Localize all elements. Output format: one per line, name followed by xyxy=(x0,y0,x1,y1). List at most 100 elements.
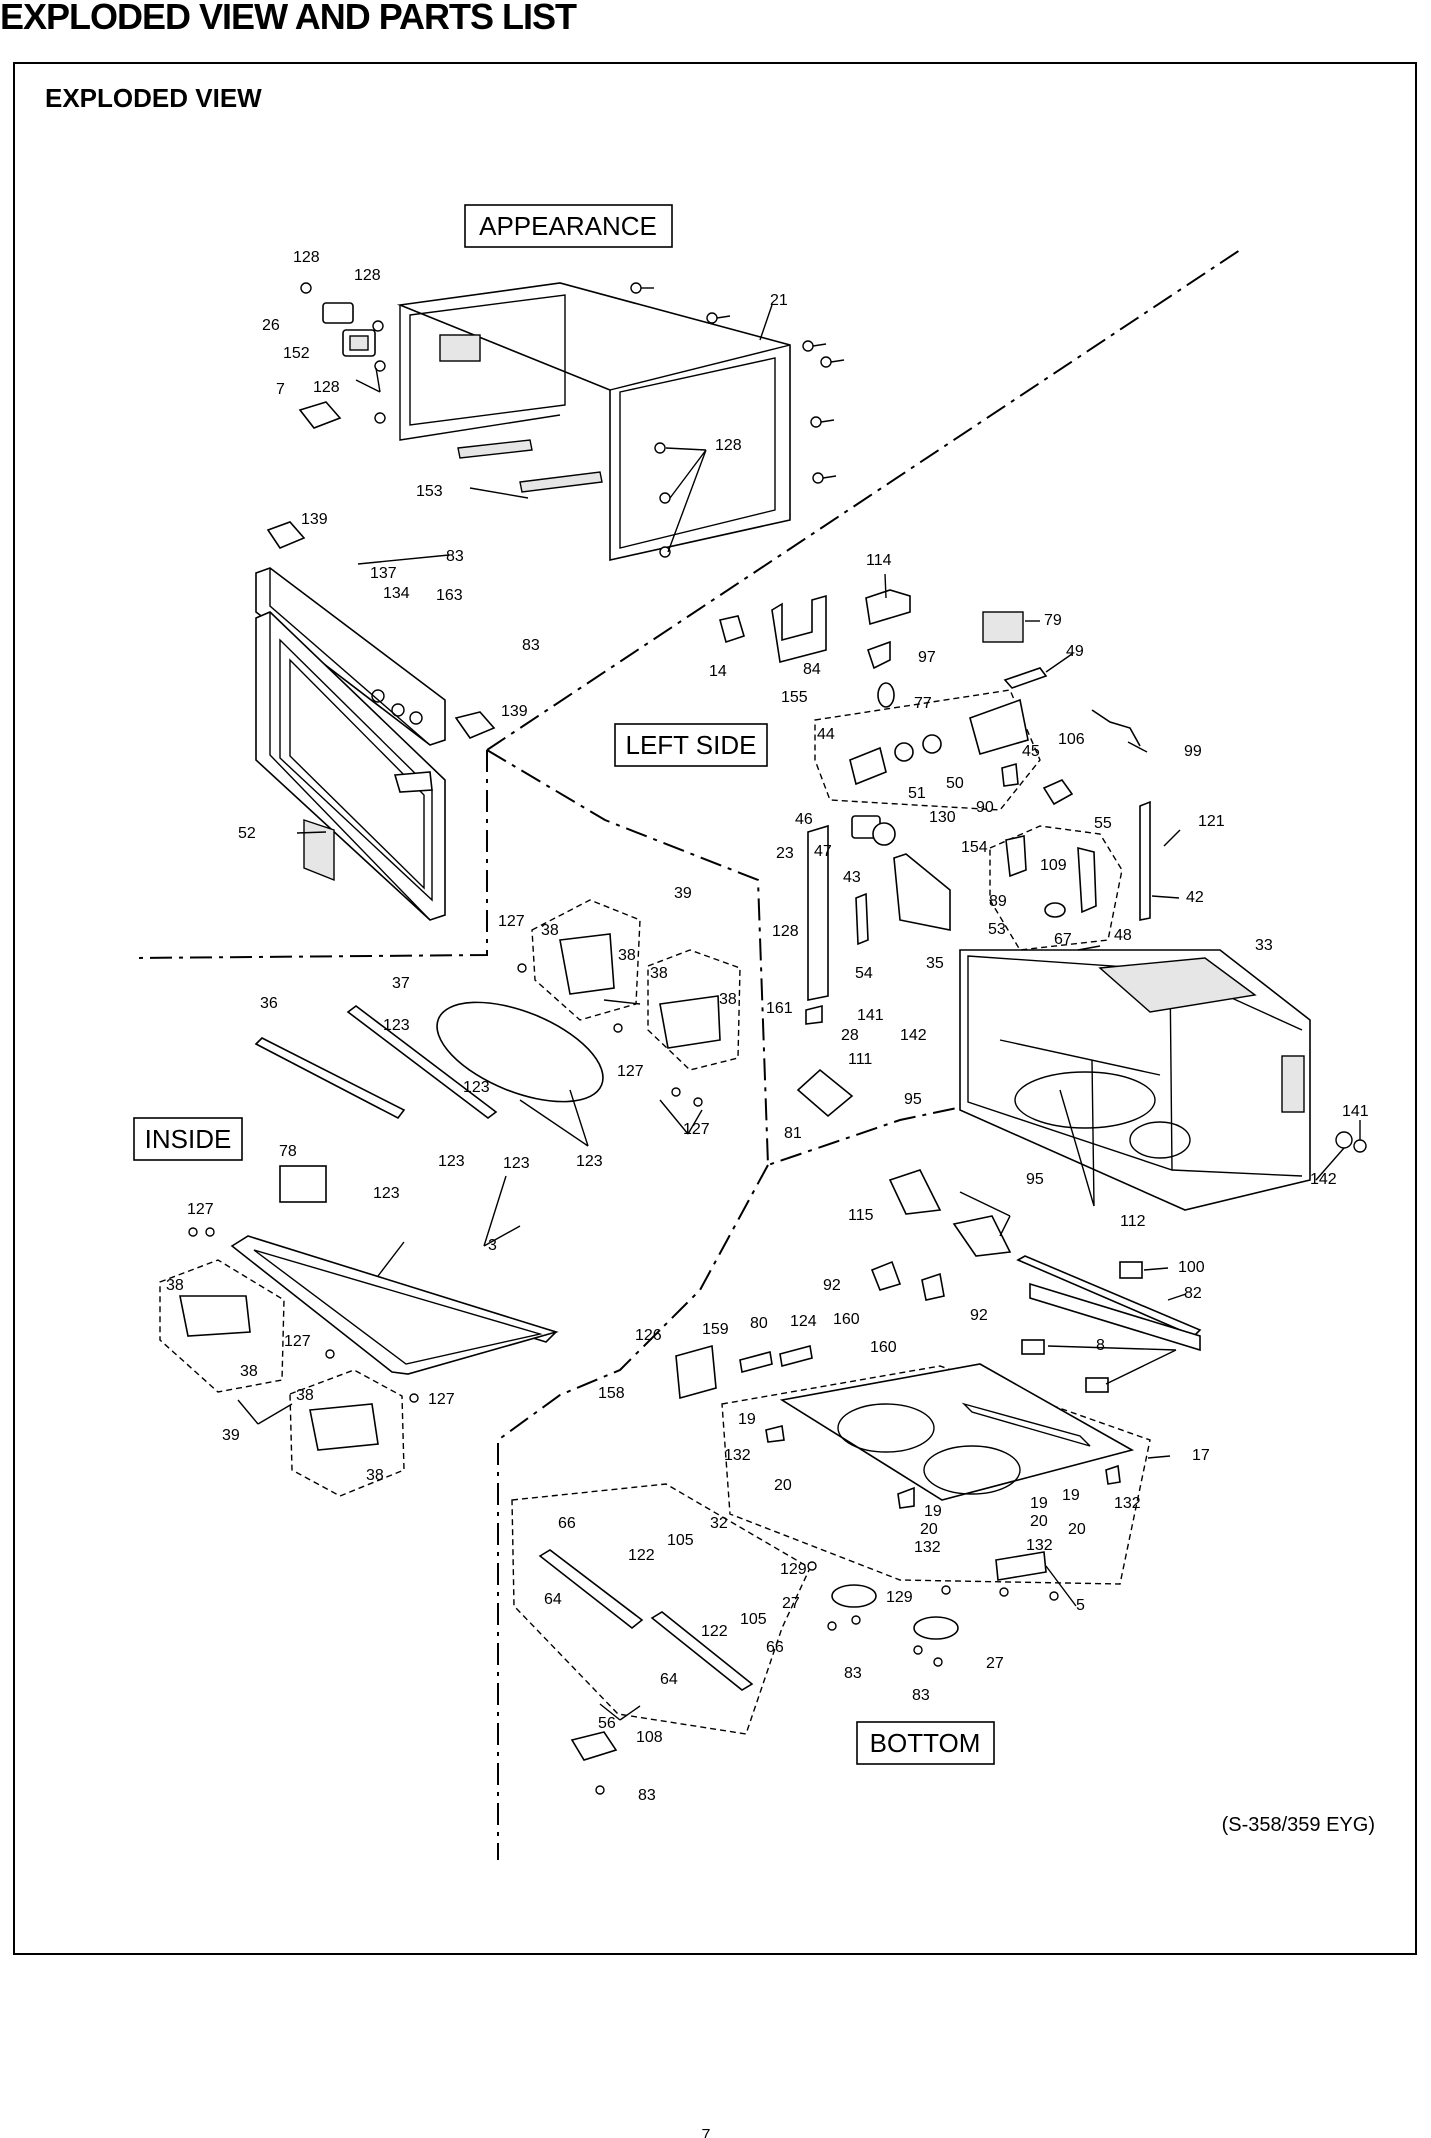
group-label-appearance: APPEARANCE xyxy=(465,205,672,247)
callout: 47 xyxy=(814,843,832,860)
callout: 19 xyxy=(924,1503,942,1520)
callout: 154 xyxy=(961,839,988,856)
callout: 127 xyxy=(284,1333,311,1350)
callout: 122 xyxy=(628,1547,655,1564)
callout: 163 xyxy=(436,587,463,604)
callout: 38 xyxy=(166,1277,184,1294)
callout: 53 xyxy=(988,921,1006,938)
callout: 83 xyxy=(912,1687,930,1704)
callout: 111 xyxy=(848,1051,872,1068)
group-label-left-side: LEFT SIDE xyxy=(615,724,767,766)
callout: 5 xyxy=(1076,1597,1085,1614)
callout: 124 xyxy=(790,1313,817,1330)
callout: 159 xyxy=(702,1321,729,1338)
callout: 50 xyxy=(946,775,964,792)
callout: 128 xyxy=(772,923,799,940)
callout: 139 xyxy=(501,703,528,720)
group-label-inside: INSIDE xyxy=(134,1118,242,1160)
callout: 160 xyxy=(833,1311,860,1328)
callout: 56 xyxy=(598,1715,616,1732)
callout: 141 xyxy=(1342,1103,1369,1120)
callout: 100 xyxy=(1178,1259,1205,1276)
callout: 28 xyxy=(841,1027,859,1044)
callout: 132 xyxy=(1114,1495,1141,1512)
callout: 114 xyxy=(866,552,892,569)
callout: 132 xyxy=(724,1447,751,1464)
callout: 123 xyxy=(576,1153,603,1170)
callout: 83 xyxy=(446,548,464,565)
callout: 128 xyxy=(715,437,742,454)
callout: 38 xyxy=(541,922,559,939)
callout: 139 xyxy=(301,511,328,528)
svg-text:LEFT SIDE: LEFT SIDE xyxy=(625,730,756,760)
callout: 78 xyxy=(279,1143,297,1160)
callout: 99 xyxy=(1184,743,1202,760)
callout: 90 xyxy=(976,799,994,816)
callout: 92 xyxy=(970,1307,988,1324)
callout: 129 xyxy=(780,1561,807,1578)
callout: 55 xyxy=(1094,815,1112,832)
callout: 126 xyxy=(635,1327,662,1344)
callout: 42 xyxy=(1186,889,1204,906)
callout: 38 xyxy=(240,1363,258,1380)
callout: 80 xyxy=(750,1315,768,1332)
page-number: 7 xyxy=(702,2127,711,2138)
callout: 130 xyxy=(929,809,956,826)
callout: 152 xyxy=(283,345,310,362)
callout: 79 xyxy=(1044,612,1062,629)
callout: 38 xyxy=(618,947,636,964)
appearance-small-parts xyxy=(300,303,375,428)
callout: 46 xyxy=(795,811,813,828)
callout: 123 xyxy=(383,1017,410,1034)
callout: 19 xyxy=(1062,1487,1080,1504)
callout: 132 xyxy=(914,1539,941,1556)
callout: 155 xyxy=(781,689,808,706)
callout: 92 xyxy=(823,1277,841,1294)
callout: 33 xyxy=(1255,937,1273,954)
callout: 39 xyxy=(222,1427,240,1444)
callout: 160 xyxy=(870,1339,897,1356)
callout: 123 xyxy=(373,1185,400,1202)
callout: 161 xyxy=(766,1000,793,1017)
callout: 95 xyxy=(904,1091,922,1108)
callout: 141 xyxy=(857,1007,884,1024)
callout: 38 xyxy=(296,1387,314,1404)
callout: 20 xyxy=(774,1477,792,1494)
callout: 67 xyxy=(1054,931,1072,948)
callout: 81 xyxy=(784,1125,802,1142)
callout: 105 xyxy=(667,1532,694,1549)
callout: 23 xyxy=(776,845,794,862)
callout: 134 xyxy=(383,585,410,602)
callout: 115 xyxy=(848,1207,874,1224)
callout: 153 xyxy=(416,483,443,500)
callout: 64 xyxy=(544,1591,562,1608)
callout: 51 xyxy=(908,785,926,802)
callout: 48 xyxy=(1114,927,1132,944)
callout: 38 xyxy=(366,1467,384,1484)
callout: 20 xyxy=(1068,1521,1086,1538)
callout: 44 xyxy=(817,726,835,743)
callout: 83 xyxy=(522,637,540,654)
callout: 123 xyxy=(503,1155,530,1172)
callout: 82 xyxy=(1184,1285,1202,1302)
group-label-bottom: BOTTOM xyxy=(857,1722,994,1764)
callout: 95 xyxy=(1026,1171,1044,1188)
callout: 128 xyxy=(293,249,320,266)
callout: 20 xyxy=(1030,1513,1048,1530)
callout: 39 xyxy=(674,885,692,902)
callout: 17 xyxy=(1192,1447,1210,1464)
callout: 26 xyxy=(262,317,280,334)
callout: 32 xyxy=(710,1515,728,1532)
svg-text:BOTTOM: BOTTOM xyxy=(870,1728,981,1758)
callout: 127 xyxy=(187,1201,214,1218)
callout: 35 xyxy=(926,955,944,972)
callout: 127 xyxy=(683,1121,710,1138)
callout: 77 xyxy=(914,695,932,712)
callout: 3 xyxy=(488,1237,497,1254)
callout: 27 xyxy=(782,1595,800,1612)
callout: 27 xyxy=(986,1655,1004,1672)
callout: 123 xyxy=(463,1079,490,1096)
outer-cabinet xyxy=(400,283,790,560)
callout: 49 xyxy=(1066,643,1084,660)
